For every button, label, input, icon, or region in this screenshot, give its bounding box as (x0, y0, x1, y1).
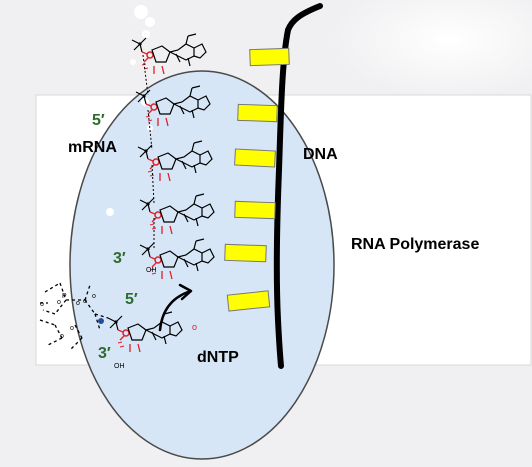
dna-base-bar (234, 148, 276, 168)
svg-text:OH: OH (114, 363, 125, 370)
five-prime-top-label: 5′ (92, 112, 105, 129)
dna-base-bars (224, 47, 290, 312)
svg-text:P: P (62, 293, 67, 300)
three-prime-low-label: 3′ (98, 345, 111, 362)
background-glow (330, 0, 532, 100)
dna-base-bar (226, 290, 271, 312)
svg-text:o: o (92, 293, 96, 300)
dna-strand (273, 3, 323, 369)
rna-polymerase-label: RNA Polymerase (351, 236, 479, 253)
dna-base-bar (234, 200, 276, 220)
dna-base-bar (237, 103, 278, 123)
pyrophosphate-dashed-drawing (39, 282, 109, 351)
dna-label: DNA (303, 146, 338, 163)
dna-base-bar (249, 47, 290, 67)
nucleotide-unit (139, 238, 215, 280)
nucleotide-unit (139, 193, 215, 235)
svg-text:OH: OH (146, 267, 157, 274)
five-prime-low-label: 5′ (125, 291, 138, 308)
dntp-label: dNTP (197, 349, 239, 366)
mrna-label: mRNA (68, 139, 117, 156)
svg-text:o: o (40, 301, 44, 308)
curved-arrow (158, 290, 190, 332)
white-blobs (106, 5, 155, 216)
dna-base-bar (224, 243, 267, 263)
nucleotide-unit (137, 140, 213, 182)
reaction-dot (98, 318, 104, 324)
svg-text:o: o (83, 298, 87, 305)
pyrophosphate-atoms: o o P o o o o o (40, 293, 96, 340)
nucleotide-unit (135, 85, 211, 127)
svg-text:o: o (192, 322, 197, 332)
nucleotide-unit (131, 33, 207, 75)
rna-polymerase-ellipse (69, 70, 335, 460)
curved-arrow-head (178, 283, 193, 301)
svg-text:o: o (57, 299, 61, 306)
svg-text:o: o (60, 333, 64, 340)
svg-text:o: o (70, 325, 74, 332)
three-prime-mid-label: 3′ (113, 250, 126, 267)
svg-text:o: o (76, 300, 80, 307)
mrna-backbone-drawing: OH (131, 33, 215, 280)
